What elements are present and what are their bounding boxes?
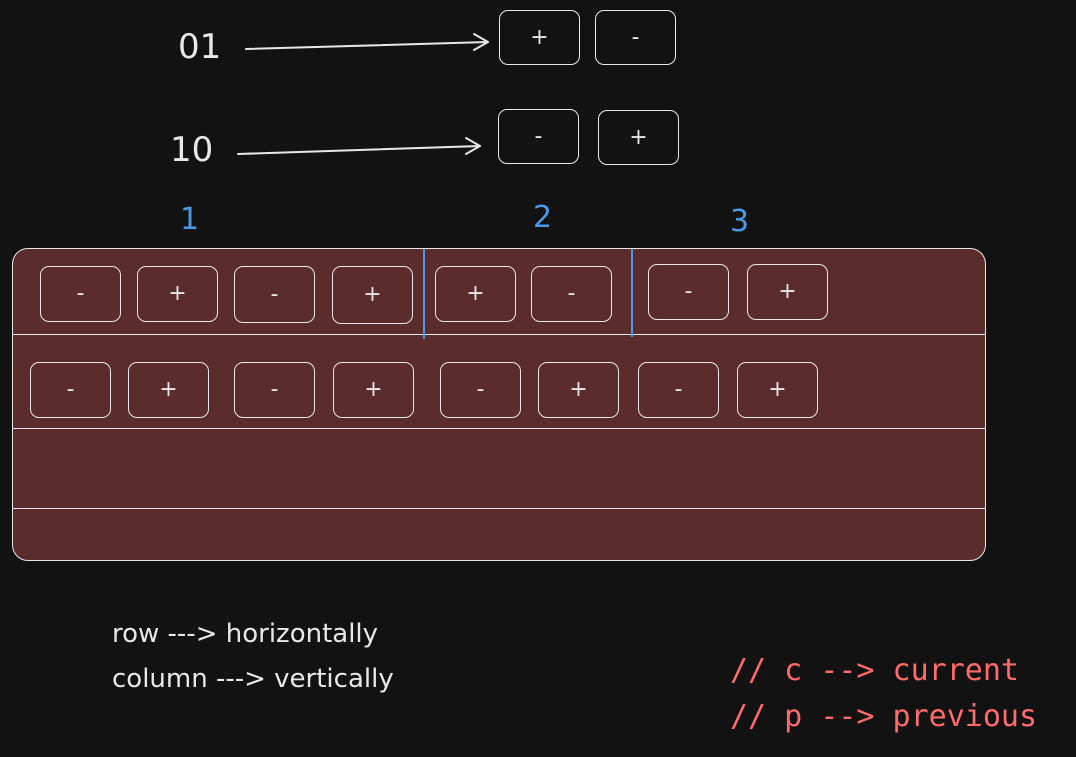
group-number-3: 3 <box>730 204 750 239</box>
row2-cell-2: + <box>128 362 209 418</box>
row2-cell-6: + <box>538 362 619 418</box>
row1-cell-2: + <box>137 266 218 322</box>
row2-cell-7: - <box>638 362 719 418</box>
row2-cell-3: - <box>234 362 315 418</box>
arrow-10 <box>237 145 481 155</box>
note-row: row ---> horizontally <box>112 619 379 649</box>
legend-01-box-1: + <box>499 10 580 65</box>
row1-cell-6: - <box>531 266 612 322</box>
legend-01-box-2: - <box>595 10 676 65</box>
row1-cell-4: + <box>332 266 413 324</box>
row-separator-3 <box>12 508 986 509</box>
row-separator-1 <box>12 334 986 335</box>
row1-cell-5: + <box>435 266 516 322</box>
comment-previous: // p --> previous <box>730 699 1038 734</box>
row2-cell-5: - <box>440 362 521 418</box>
legend-10-box-1: - <box>498 109 579 164</box>
row1-cell-8: + <box>747 264 828 320</box>
comment-current: // c --> current <box>730 653 1019 688</box>
label-01: 01 <box>178 27 222 67</box>
row2-cell-1: - <box>30 362 111 418</box>
arrowhead-01 <box>473 33 489 51</box>
group-number-1: 1 <box>180 202 200 237</box>
note-column: column ---> vertically <box>112 664 394 694</box>
row1-cell-1: - <box>40 266 121 322</box>
row2-cell-8: + <box>737 362 818 418</box>
group-number-2: 2 <box>533 200 553 235</box>
arrowhead-10 <box>465 137 481 155</box>
row-separator-2 <box>12 428 986 429</box>
arrow-01 <box>245 41 489 50</box>
row2-cell-4: + <box>333 362 414 418</box>
label-10: 10 <box>170 130 214 170</box>
group-divider-1 <box>423 249 425 339</box>
row1-cell-7: - <box>648 264 729 320</box>
group-divider-2 <box>631 249 633 337</box>
row1-cell-3: - <box>234 266 315 323</box>
legend-10-box-2: + <box>598 110 679 165</box>
